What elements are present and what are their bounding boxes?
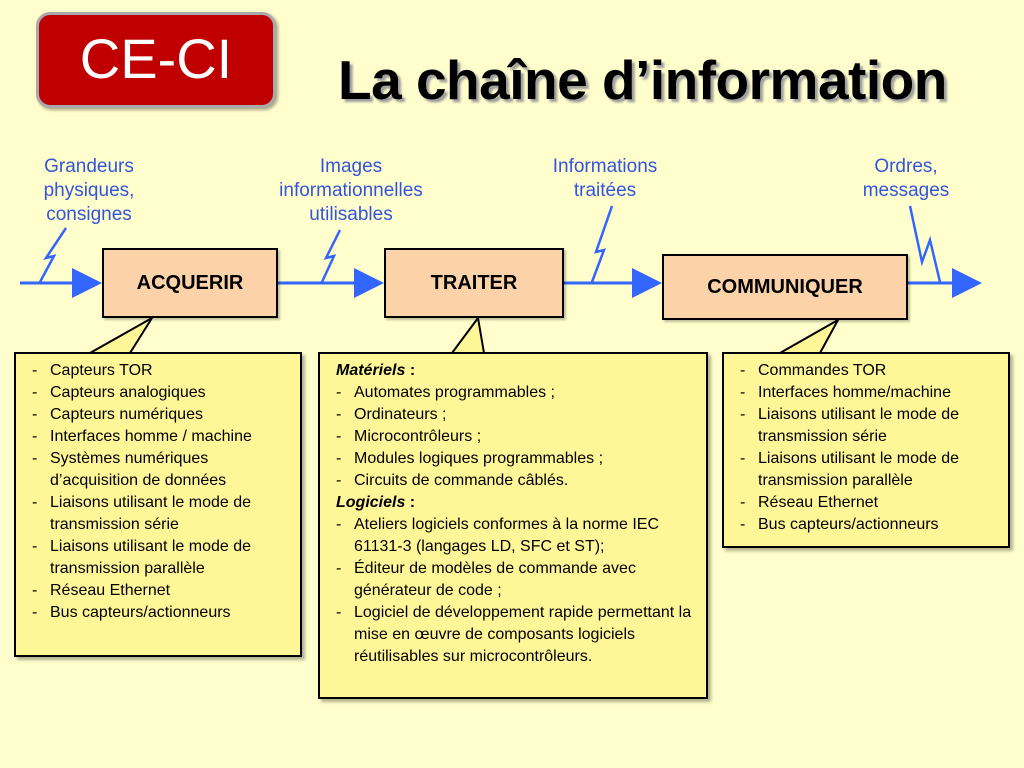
callout-traiter: Matériels : Automates programmables ;Ord… bbox=[318, 352, 708, 699]
leader-ordres bbox=[908, 205, 942, 283]
list-item: Éditeur de modèles de commande avec géné… bbox=[336, 558, 698, 602]
list-item: Interfaces homme / machine bbox=[32, 426, 292, 448]
block-communiquer: COMMUNIQUER bbox=[662, 254, 908, 320]
list-item: Ateliers logiciels conformes à la norme … bbox=[336, 514, 698, 558]
list-item: Capteurs TOR bbox=[32, 360, 292, 382]
leader-grandeurs bbox=[38, 227, 68, 283]
list-item: Interfaces homme/machine bbox=[740, 382, 1000, 404]
list-item: Bus capteurs/actionneurs bbox=[32, 602, 292, 624]
block-acquerir: ACQUERIR bbox=[102, 248, 278, 318]
list-item: Logiciel de développement rapide permett… bbox=[336, 602, 698, 668]
label-ordres: Ordres, messages bbox=[862, 156, 950, 201]
list-item: Capteurs analogiques bbox=[32, 382, 292, 404]
callout-communiquer: Commandes TORInterfaces homme/machineLia… bbox=[722, 352, 1010, 548]
list-item: Réseau Ethernet bbox=[32, 580, 292, 602]
label-informations: Informations traitées bbox=[552, 156, 658, 201]
list-item: Commandes TOR bbox=[740, 360, 1000, 382]
list-item: Microcontrôleurs ; bbox=[336, 426, 698, 448]
callout-tail-acquerir bbox=[86, 317, 153, 354]
list-item: Circuits de commande câblés. bbox=[336, 470, 698, 492]
callout-tail-traiter bbox=[450, 315, 486, 354]
communiquer-list: Commandes TORInterfaces homme/machineLia… bbox=[740, 360, 1000, 536]
label-grandeurs: Grandeurs physiques, consignes bbox=[43, 156, 135, 225]
list-item: Modules logiques programmables ; bbox=[336, 448, 698, 470]
materiels-list: Automates programmables ;Ordinateurs ;Mi… bbox=[336, 382, 698, 492]
list-item: Ordinateurs ; bbox=[336, 404, 698, 426]
callout-tail-communiquer bbox=[776, 317, 841, 354]
list-item: Liaisons utilisant le mode de transmissi… bbox=[740, 448, 1000, 492]
logiciels-list: Ateliers logiciels conformes à la norme … bbox=[336, 514, 698, 668]
list-item: Capteurs numériques bbox=[32, 404, 292, 426]
leader-images bbox=[320, 229, 342, 283]
leader-informations bbox=[590, 205, 614, 283]
list-item: Réseau Ethernet bbox=[740, 492, 1000, 514]
list-item: Liaisons utilisant le mode de transmissi… bbox=[32, 536, 292, 580]
logo-badge: CE-CI bbox=[36, 12, 276, 108]
page-title: La chaîne d’information bbox=[338, 49, 947, 111]
logiciels-heading: Logiciels : bbox=[336, 494, 416, 511]
list-item: Liaisons utilisant le mode de transmissi… bbox=[740, 404, 1000, 448]
list-item: Automates programmables ; bbox=[336, 382, 698, 404]
list-item: Systèmes numériques d’acquisition de don… bbox=[32, 448, 292, 492]
acquerir-list: Capteurs TORCapteurs analogiquesCapteurs… bbox=[32, 360, 292, 624]
label-images: Images informationnelles utilisables bbox=[279, 156, 423, 225]
materiels-heading: Matériels : bbox=[336, 362, 416, 379]
callout-acquerir: Capteurs TORCapteurs analogiquesCapteurs… bbox=[14, 352, 302, 657]
list-item: Bus capteurs/actionneurs bbox=[740, 514, 1000, 536]
list-item: Liaisons utilisant le mode de transmissi… bbox=[32, 492, 292, 536]
block-traiter: TRAITER bbox=[384, 248, 564, 318]
